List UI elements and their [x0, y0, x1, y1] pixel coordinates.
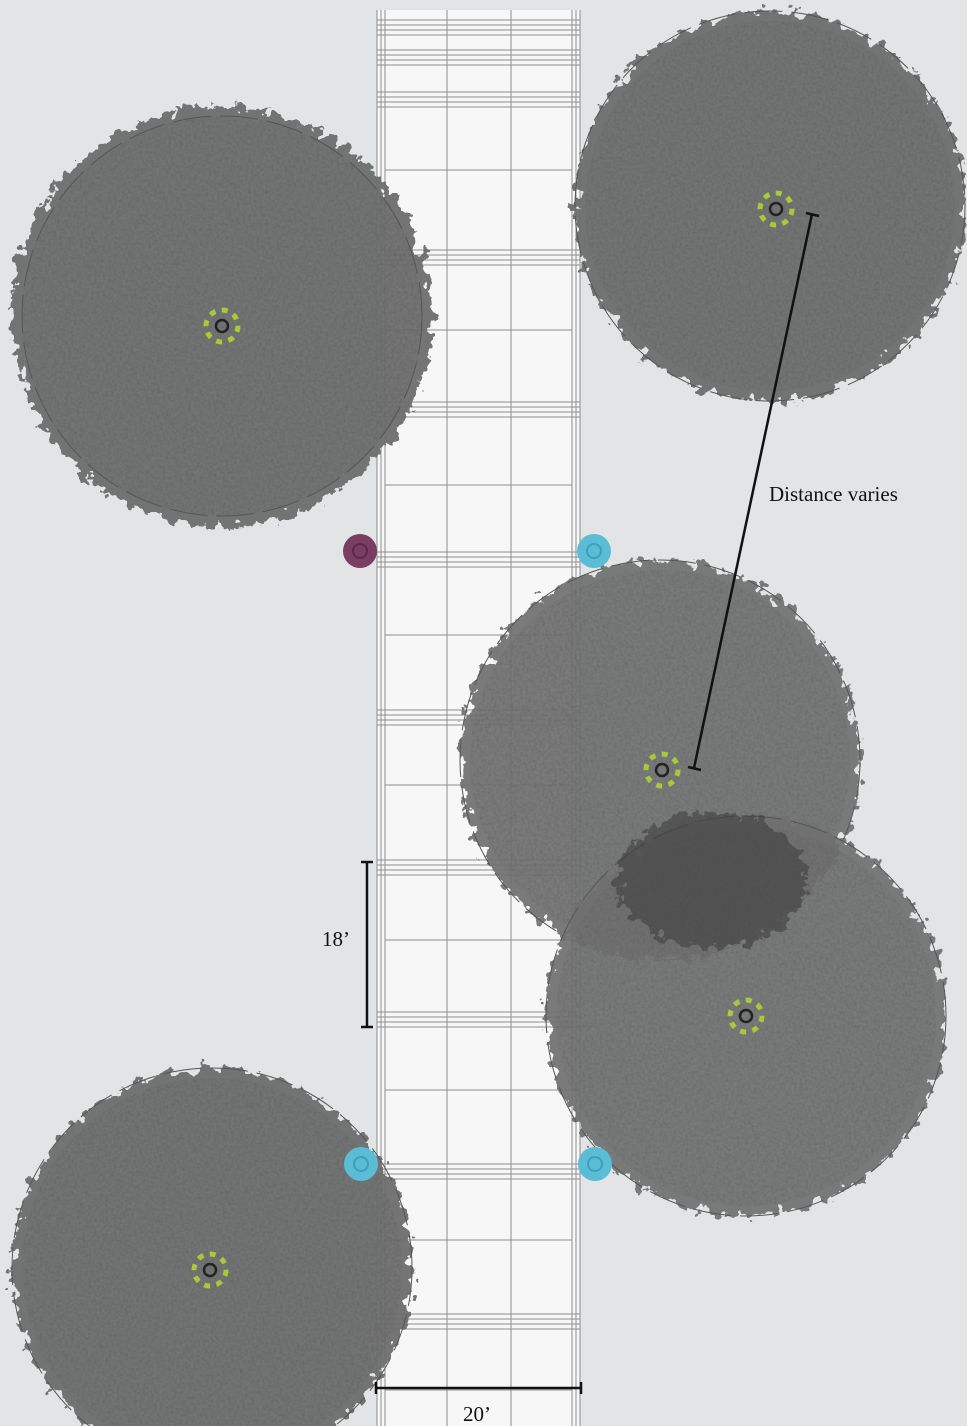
trunk-marker-middle-right: [643, 751, 681, 789]
post-blue-3: [578, 1147, 612, 1181]
trunk-marker-upper-left: [203, 307, 241, 345]
post-blue-1: [577, 534, 611, 568]
post-blue-2: [344, 1147, 378, 1181]
trunk-marker-upper-right: [757, 190, 795, 228]
spacing-dimension-line: [361, 860, 373, 1029]
width-dimension-line: [374, 1382, 583, 1394]
distance-dimension-line: [687, 211, 820, 772]
distance-label: Distance varies: [769, 482, 898, 506]
trunk-marker-lower-right: [727, 997, 765, 1035]
canopy-overlap: [617, 812, 807, 948]
width-label: 20’: [463, 1402, 491, 1426]
trunk-marker-lower-left: [191, 1251, 229, 1289]
tree-upper-left: [12, 106, 432, 526]
spacing-label: 18’: [322, 927, 350, 951]
post-purple: [343, 534, 377, 568]
